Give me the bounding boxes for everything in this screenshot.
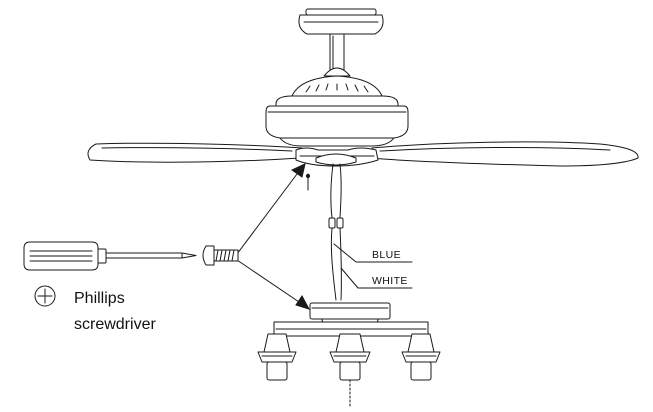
label-white: WHITE [372,275,408,287]
motor-housing [265,67,409,147]
light-socket-left [257,333,297,381]
screwdriver-icon [23,241,197,271]
tool-label-line2: screwdriver [74,316,156,333]
ceiling-canopy [298,8,384,35]
assembly-arrows [233,163,311,310]
tool-label-line1: Phillips [74,290,125,307]
fan-blade-left [87,142,303,163]
label-blue: BLUE [372,249,401,261]
phillips-head-icon [34,285,56,307]
light-socket-right [401,333,441,381]
wire-labels: BLUE WHITE [333,243,413,289]
switch-housing-bottom [315,153,357,166]
screw-icon [202,245,239,266]
light-kit [257,302,441,409]
wires-from-fan [328,163,344,301]
fan-blade-right [369,141,639,167]
light-socket-center [329,333,371,381]
